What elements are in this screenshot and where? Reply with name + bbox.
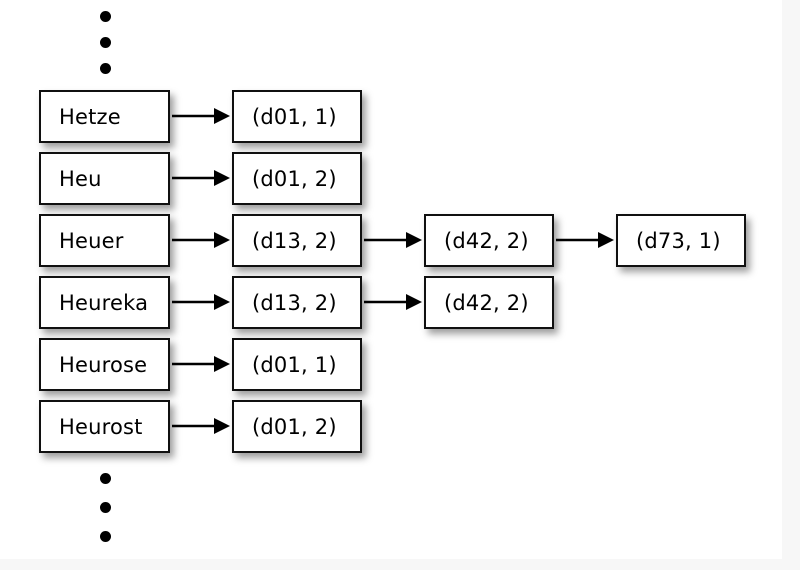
- ellipsis-bottom-dot-3: [99, 530, 111, 542]
- arrow-d42-2-to-d73-1: [556, 232, 614, 248]
- ellipsis-bottom-dot-2: [99, 501, 111, 513]
- posting-node-c1-3-label: (d13, 2): [252, 290, 337, 315]
- arrow-heu-to-d01-2: [172, 170, 230, 186]
- term-node-heu-label: Heu: [59, 166, 102, 191]
- term-node-heureka[interactable]: Heureka: [39, 276, 170, 329]
- ellipsis-top-dot-1: [99, 10, 111, 22]
- posting-node-c2-1[interactable]: (d42, 2): [424, 276, 554, 329]
- arrow-heuer-to-d13-2: [172, 232, 230, 248]
- ellipsis-top-dot-2: [99, 36, 111, 48]
- term-node-heu[interactable]: Heu: [39, 152, 170, 205]
- posting-node-c3-0[interactable]: (d73, 1): [616, 214, 746, 267]
- arrow-heurose-to-d01-1: [172, 356, 230, 372]
- posting-node-c1-0-label: (d01, 1): [252, 104, 337, 129]
- ellipsis-top-dot-3: [99, 62, 111, 74]
- term-node-heurost-label: Heurost: [59, 414, 143, 439]
- posting-node-c2-0-label: (d42, 2): [444, 228, 529, 253]
- ellipsis-bottom-dot-1: [99, 472, 111, 484]
- arrow-d13-2-to-d42-2-b: [364, 294, 422, 310]
- posting-node-c1-4-label: (d01, 1): [252, 352, 337, 377]
- term-node-hetze-label: Hetze: [59, 104, 121, 129]
- term-node-hetze[interactable]: Hetze: [39, 90, 170, 143]
- posting-node-c1-3[interactable]: (d13, 2): [232, 276, 362, 329]
- arrow-hetze-to-d01-1: [172, 108, 230, 124]
- posting-node-c1-5[interactable]: (d01, 2): [232, 400, 362, 453]
- term-node-heuer[interactable]: Heuer: [39, 214, 170, 267]
- posting-node-c1-2-label: (d13, 2): [252, 228, 337, 253]
- term-node-heurost[interactable]: Heurost: [39, 400, 170, 453]
- posting-node-c2-1-label: (d42, 2): [444, 290, 529, 315]
- term-node-heurose-label: Heurose: [59, 352, 148, 377]
- posting-node-c1-2[interactable]: (d13, 2): [232, 214, 362, 267]
- posting-node-c1-1[interactable]: (d01, 2): [232, 152, 362, 205]
- arrow-d13-2-to-d42-2-a: [364, 232, 422, 248]
- posting-node-c1-0[interactable]: (d01, 1): [232, 90, 362, 143]
- posting-node-c2-0[interactable]: (d42, 2): [424, 214, 554, 267]
- posting-node-c1-1-label: (d01, 2): [252, 166, 337, 191]
- term-node-heurose[interactable]: Heurose: [39, 338, 170, 391]
- arrow-heurost-to-d01-2: [172, 418, 230, 434]
- term-node-heuer-label: Heuer: [59, 228, 124, 253]
- posting-node-c3-0-label: (d73, 1): [636, 228, 721, 253]
- posting-node-c1-4[interactable]: (d01, 1): [232, 338, 362, 391]
- arrow-heureka-to-d13-2: [172, 294, 230, 310]
- posting-node-c1-5-label: (d01, 2): [252, 414, 337, 439]
- term-node-heureka-label: Heureka: [59, 290, 149, 315]
